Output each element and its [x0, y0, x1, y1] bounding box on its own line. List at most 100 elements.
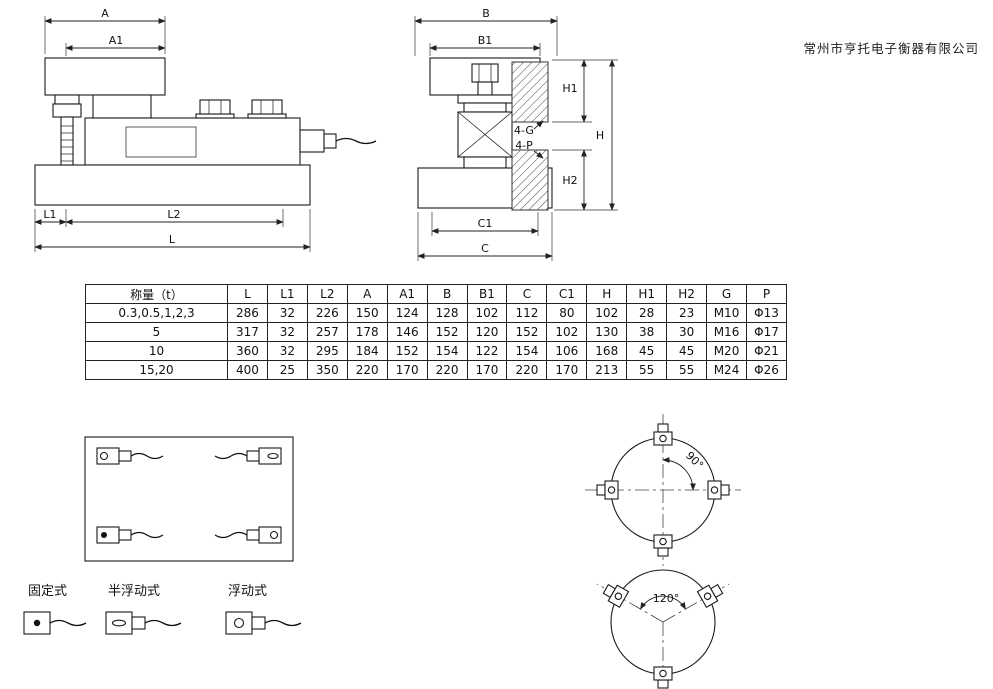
- rim-connector: [707, 480, 730, 500]
- table-header-cell: H1: [626, 284, 668, 304]
- mount-symbols: [23, 611, 302, 635]
- table-cell: 130: [586, 322, 628, 342]
- table-header-cell: P: [745, 284, 788, 304]
- dim-label-L2: L2: [167, 208, 180, 221]
- rim-connector: [696, 580, 726, 608]
- top-plate: [44, 57, 166, 96]
- load-button-boss: [92, 94, 152, 119]
- cable-gland: [299, 129, 377, 153]
- table-header-cell: 称量（t）: [85, 284, 228, 304]
- rim-connector: [600, 580, 630, 608]
- table-header-cell: C1: [546, 284, 588, 304]
- table-cell: 112: [506, 303, 548, 323]
- mounting-bolt: [247, 99, 287, 119]
- table-cell: 5: [85, 322, 228, 342]
- hole-callouts: 4-G 4-P: [514, 120, 544, 159]
- callout-4P: 4-P: [515, 139, 533, 152]
- table-cell: Φ17: [745, 322, 788, 342]
- table-cell: 226: [306, 303, 348, 323]
- table-cell: 170: [386, 360, 428, 380]
- table-cell: 170: [466, 360, 508, 380]
- table-header-cell: C: [506, 284, 548, 304]
- dim-label-B: B: [482, 7, 490, 20]
- angle-label-120: 120°: [653, 592, 680, 605]
- load-cell-body: [84, 117, 301, 166]
- table-header-cell: H: [586, 284, 628, 304]
- corner-connector-fixed: [96, 526, 164, 544]
- dim-label-H2: H2: [562, 174, 577, 187]
- table-header-cell: L: [227, 284, 268, 304]
- side-view: A A1 L1 L2 L: [34, 7, 377, 252]
- table-cell: 146: [386, 322, 428, 342]
- table-cell: 295: [306, 341, 348, 361]
- table-cell: 32: [266, 303, 308, 323]
- washer: [463, 156, 507, 169]
- table-cell: 102: [586, 303, 628, 323]
- rim-connector: [596, 480, 619, 500]
- mount-type-label-semi-floating: 半浮动式: [108, 584, 161, 599]
- callout-4G: 4-G: [514, 124, 534, 137]
- table-cell: 350: [306, 360, 348, 380]
- table-cell: 124: [386, 303, 428, 323]
- table-cell: Φ13: [745, 303, 788, 323]
- dim-label-A: A: [101, 7, 109, 20]
- table-cell: 154: [506, 341, 548, 361]
- table-cell: 213: [586, 360, 628, 380]
- dim-label-H1: H1: [562, 82, 577, 95]
- table-cell: 286: [227, 303, 268, 323]
- table-cell: 28: [626, 303, 668, 323]
- table-cell: 152: [386, 341, 428, 361]
- table-cell: 25: [266, 360, 308, 380]
- table-cell: 122: [466, 341, 508, 361]
- side-view-dimensions: A A1 L1 L2 L: [34, 7, 311, 252]
- corner-layout-view: [84, 436, 294, 562]
- table-cell: 55: [626, 360, 668, 380]
- table-header-cell: A: [346, 284, 388, 304]
- front-section-view: 4-G 4-P B B1 C1 C: [414, 7, 618, 261]
- table-cell: 220: [506, 360, 548, 380]
- table-cell: 0.3,0.5,1,2,3: [85, 303, 228, 323]
- table-cell: 152: [426, 322, 468, 342]
- table-header-cell: B1: [466, 284, 508, 304]
- corner-connector-floating: [96, 447, 164, 465]
- washer: [463, 102, 507, 113]
- mount-symbol-floating: [225, 611, 302, 635]
- table-cell: 317: [227, 322, 268, 342]
- rim-connector: [653, 666, 673, 689]
- bolt-circle-120: 120°: [596, 569, 730, 689]
- dim-label-C1: C1: [478, 217, 493, 230]
- load-cell-section: [457, 111, 513, 158]
- table-header-cell: L1: [266, 284, 308, 304]
- table-cell: 400: [227, 360, 268, 380]
- table-header-cell: A1: [386, 284, 428, 304]
- table-cell: 55: [666, 360, 708, 380]
- table-cell: 32: [266, 341, 308, 361]
- dim-label-A1: A1: [109, 34, 124, 47]
- mount-symbol-fixed: [23, 611, 87, 635]
- mount-type-label-fixed: 固定式: [28, 584, 68, 599]
- table-cell: 178: [346, 322, 388, 342]
- table-cell: 30: [666, 322, 708, 342]
- rim-connector: [653, 534, 673, 557]
- table-cell: Φ21: [745, 341, 788, 361]
- table-cell: M16: [706, 322, 747, 342]
- angle-label-90: 90°: [683, 449, 706, 472]
- table-cell: 150: [346, 303, 388, 323]
- mount-type-label-floating: 浮动式: [228, 584, 268, 599]
- washer: [457, 94, 513, 104]
- lower-structure-hatch: [511, 149, 549, 211]
- table-cell: 10: [85, 341, 228, 361]
- base-plate: [34, 164, 311, 206]
- front-view-dimensions: B B1 C1 C H1 H2 H: [414, 7, 618, 261]
- table-cell: M24: [706, 360, 747, 380]
- corner-connector-semi-floating: [214, 447, 282, 465]
- center-bolt: [471, 63, 499, 96]
- table-cell: 45: [666, 341, 708, 361]
- table-cell: 184: [346, 341, 388, 361]
- table-cell: M20: [706, 341, 747, 361]
